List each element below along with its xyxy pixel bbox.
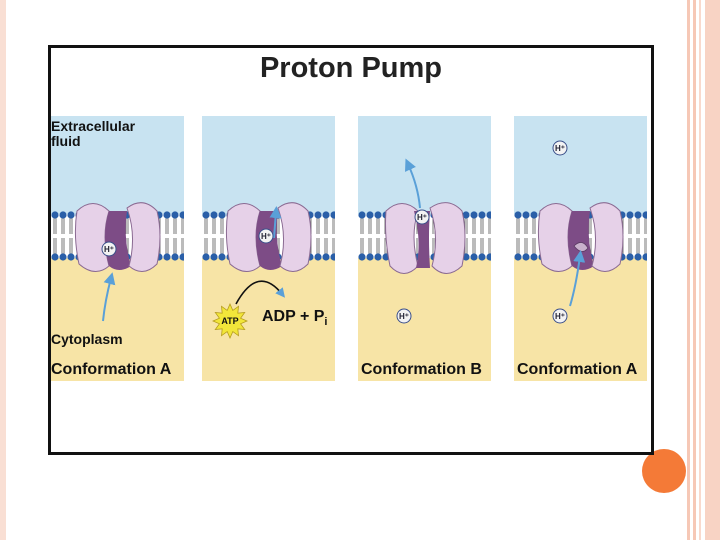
figure-frame: Proton Pump H⁺ Extracellular fluid Cytop… bbox=[48, 45, 654, 455]
svg-text:H⁺: H⁺ bbox=[104, 245, 114, 254]
membrane-illustration: H⁺ H⁺ bbox=[514, 140, 647, 324]
cytoplasm-region bbox=[514, 256, 647, 381]
extracellular-label: Extracellular fluid bbox=[51, 118, 136, 149]
movement-arrow bbox=[269, 206, 282, 239]
proton-ion: H⁺ bbox=[414, 209, 430, 225]
movement-arrow bbox=[405, 158, 421, 209]
atp-burst: ATP bbox=[212, 303, 248, 339]
proton-pump-protein bbox=[537, 202, 624, 272]
panel-caption: Conformation B bbox=[361, 361, 482, 378]
reaction-arrow bbox=[235, 280, 286, 305]
proton-ion: H⁺ bbox=[552, 140, 568, 156]
proton-ion: H⁺ bbox=[258, 228, 274, 244]
svg-text:H⁺: H⁺ bbox=[417, 213, 427, 222]
svg-text:H⁺: H⁺ bbox=[555, 312, 565, 321]
panel-atp-hydrolysis: H⁺ ATP ADP + Pi bbox=[202, 116, 335, 381]
movement-arrow bbox=[569, 250, 586, 307]
right-border-stripe bbox=[687, 0, 690, 540]
svg-text:ATP: ATP bbox=[221, 316, 238, 326]
panel-conformation-a-1: H⁺ Extracellular fluid Cytoplasm Conform… bbox=[51, 116, 184, 381]
extracellular-region bbox=[358, 116, 491, 216]
right-border-stripe bbox=[693, 0, 696, 540]
membrane-illustration: H⁺ ATP bbox=[202, 202, 335, 339]
left-edge-stripe bbox=[0, 0, 6, 540]
right-border-stripe bbox=[705, 0, 720, 540]
adp-pi-label: ADP + Pi bbox=[262, 308, 328, 329]
panel-caption: Conformation A bbox=[517, 361, 638, 378]
movement-arrow bbox=[102, 272, 116, 322]
panel-conformation-a-2: H⁺ H⁺ Conformation A bbox=[514, 116, 647, 381]
membrane-illustration: H⁺ bbox=[51, 202, 184, 322]
proton-pump-protein bbox=[385, 202, 466, 274]
proton-ion: H⁺ bbox=[552, 308, 568, 324]
membrane-illustration: H⁺ H⁺ bbox=[358, 158, 491, 324]
cytoplasm-region bbox=[51, 256, 184, 381]
slide-title: Proton Pump bbox=[259, 52, 443, 84]
right-border-stripe bbox=[699, 0, 701, 540]
proton-ion: H⁺ bbox=[396, 308, 412, 324]
extracellular-region bbox=[202, 116, 335, 216]
panel-caption: Conformation A bbox=[51, 361, 172, 378]
cytoplasm-label: Cytoplasm bbox=[51, 331, 123, 347]
proton-ion: H⁺ bbox=[101, 241, 117, 257]
svg-text:H⁺: H⁺ bbox=[555, 144, 565, 153]
panel-conformation-b: H⁺ H⁺ Conformation B bbox=[358, 116, 491, 381]
cytoplasm-region bbox=[358, 256, 491, 381]
svg-text:H⁺: H⁺ bbox=[399, 312, 409, 321]
proton-pump-protein bbox=[74, 202, 161, 272]
extracellular-region bbox=[514, 116, 647, 216]
extracellular-region bbox=[51, 116, 184, 216]
svg-text:H⁺: H⁺ bbox=[261, 232, 271, 241]
accent-circle bbox=[642, 449, 686, 493]
